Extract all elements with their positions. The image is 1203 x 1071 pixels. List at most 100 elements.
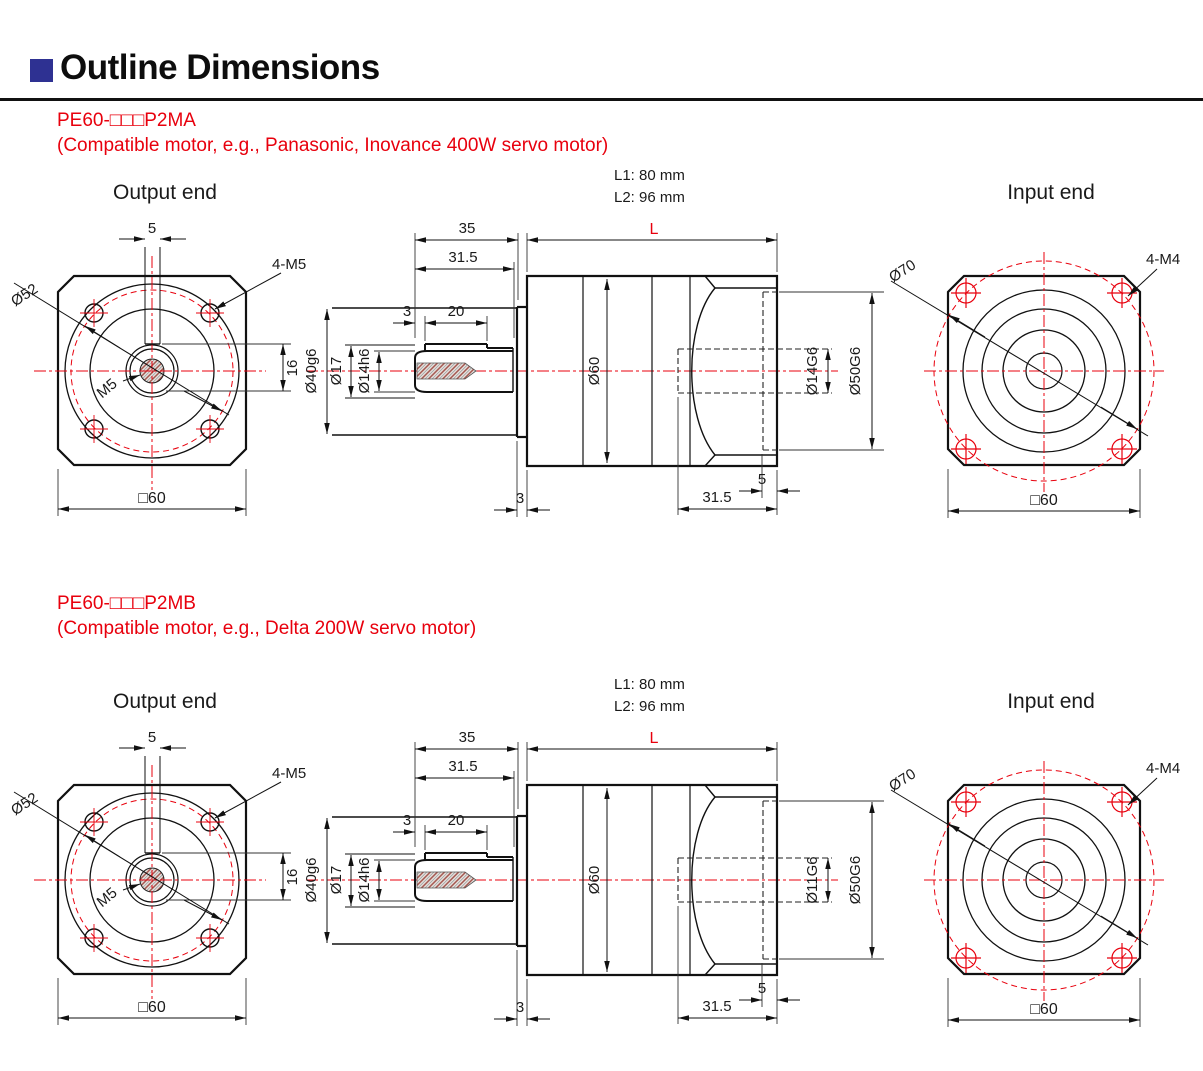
page-title-bar: Outline Dimensions: [30, 48, 380, 88]
svg-text:35: 35: [459, 729, 476, 746]
svg-text:3: 3: [516, 490, 524, 507]
keyway-profile: [424, 343, 513, 351]
bolt-hole-centermarks: [80, 808, 224, 952]
svg-text:M5: M5: [94, 884, 121, 910]
dim-step-dia: Ø17: [328, 855, 354, 907]
svg-text:□60: □60: [138, 999, 166, 1016]
dim-body-dia: Ø60: [586, 788, 610, 973]
svg-text:Ø14h6: Ø14h6: [356, 857, 373, 902]
svg-text:Ø40g6: Ø40g6: [303, 857, 320, 902]
dim-flange-thickness: 3: [494, 441, 550, 517]
svg-text:Ø70: Ø70: [886, 256, 919, 286]
output-flange-square: [56, 274, 248, 467]
pilot-recess-hidden: [762, 800, 777, 960]
dim-boss-length: 31.5: [415, 249, 515, 338]
input-end-view: Ø70 4-M4 □60: [886, 251, 1180, 518]
svg-text:Ø50G6: Ø50G6: [847, 347, 864, 395]
dimension-drawing: Output end Input end L1: 80 mm L2: 96 mm: [8, 167, 1180, 518]
dim-body-length: L: [526, 730, 778, 781]
output-boss: [332, 307, 517, 436]
output-bore: [414, 859, 513, 902]
label-input-bolts: 4-M4: [1127, 760, 1180, 806]
motor-cavity-bell: [691, 287, 716, 456]
input-bore-hidden: [677, 857, 832, 903]
svg-text:□60: □60: [1030, 1001, 1058, 1018]
svg-text:Ø50G6: Ø50G6: [847, 856, 864, 904]
output-flange-square: [56, 783, 248, 976]
input-end-title: Input end: [1007, 690, 1095, 713]
svg-text:□60: □60: [1030, 492, 1058, 509]
svg-text:□60: □60: [138, 490, 166, 507]
dim-input-square: □60: [947, 469, 1141, 518]
svg-text:20: 20: [448, 812, 465, 829]
svg-text:Ø17: Ø17: [328, 357, 345, 385]
dim-boss-dia: Ø40g6: [303, 309, 330, 434]
svg-text:20: 20: [448, 303, 465, 320]
svg-text:5: 5: [148, 729, 156, 746]
svg-text:3: 3: [516, 999, 524, 1016]
section: PE60-□□□P2MB (Compatible motor, e.g., De…: [0, 589, 1203, 1069]
output-end-view: 5 16 Ø52 M5 4-M5: [8, 729, 306, 1025]
svg-text:4-M5: 4-M5: [272, 256, 306, 273]
dim-shaft-dia: Ø14h6: [356, 857, 415, 903]
front-flange-plate: [515, 814, 527, 948]
dim-boss-total: 35: [414, 220, 519, 338]
svg-text:Ø60: Ø60: [586, 357, 603, 385]
dim-pilot-dia: Ø50G6: [847, 802, 875, 959]
svg-text:5: 5: [758, 980, 766, 997]
dim-input-bore: Ø11G6: [804, 856, 831, 904]
dim-output-square: □60: [57, 978, 247, 1025]
dim-flange-thickness: 3: [494, 950, 550, 1026]
model-code: PE60-□□□P2MB: [57, 593, 196, 614]
dimension-drawing: Output end Input end L1: 80 mm L2: 96 mm: [8, 676, 1180, 1027]
front-flange-plate: [515, 305, 527, 439]
dim-step-dia: Ø17: [328, 346, 354, 397]
page-title: Outline Dimensions: [60, 48, 380, 87]
dim-body-dia: Ø60: [586, 279, 610, 463]
keyway-slot: [144, 756, 161, 854]
svg-text:L: L: [650, 221, 659, 238]
svg-text:Ø70: Ø70: [886, 765, 919, 795]
input-flange-square: [946, 783, 1142, 976]
key-section: [416, 362, 477, 380]
dim-input-bore: Ø14G6: [804, 347, 831, 395]
dim-input-bolt-circle: Ø70: [886, 765, 1149, 946]
svg-text:Ø11G6: Ø11G6: [804, 856, 821, 903]
svg-text:3: 3: [403, 812, 411, 829]
output-bore: [414, 350, 513, 393]
svg-text:3: 3: [403, 303, 411, 320]
dim-body-length: L: [526, 221, 778, 272]
dim-output-bolt-circle: Ø52: [8, 280, 230, 416]
section-heading: PE60-□□□P2MB (Compatible motor, e.g., De…: [57, 591, 476, 641]
l2-note: L2: 96 mm: [614, 189, 685, 206]
input-step: [704, 275, 777, 467]
dim-shaft-dia: Ø14h6: [356, 348, 415, 394]
svg-text:4-M5: 4-M5: [272, 765, 306, 782]
gearbox-body: [525, 274, 779, 468]
svg-text:M5: M5: [94, 375, 121, 401]
output-boss: [332, 816, 517, 945]
bolt-hole-centermarks: [80, 299, 224, 443]
input-end-title: Input end: [1007, 181, 1095, 204]
output-end-view: 5 16 Ø52 M5 4-M5: [8, 220, 306, 516]
input-end-view: Ø70 4-M4 □60: [886, 760, 1180, 1027]
dim-pilot-depth: 5: [739, 454, 800, 498]
compatible-motor-note: (Compatible motor, e.g., Delta 200W serv…: [57, 618, 477, 639]
svg-text:Ø14G6: Ø14G6: [804, 347, 821, 395]
dim-boss-length: 31.5: [415, 758, 515, 847]
output-end-title: Output end: [113, 690, 217, 713]
pilot-recess-hidden: [762, 291, 777, 451]
input-flange-square: [946, 274, 1142, 467]
side-section-view: Ø40g6 Ø17 Ø14h6 35 L: [303, 220, 884, 517]
dim-key-offset: 3: [393, 303, 415, 326]
model-code: PE60-□□□P2MA: [57, 110, 196, 131]
svg-text:31.5: 31.5: [702, 489, 731, 506]
step-dia-lines: [345, 344, 415, 399]
dim-boss-total: 35: [414, 729, 519, 847]
title-divider: [0, 98, 1203, 101]
svg-text:L: L: [650, 730, 659, 747]
dim-pilot-depth: 5: [739, 963, 800, 1007]
l1-note: L1: 80 mm: [614, 676, 685, 693]
compatible-motor-note: (Compatible motor, e.g., Panasonic, Inov…: [57, 135, 609, 156]
